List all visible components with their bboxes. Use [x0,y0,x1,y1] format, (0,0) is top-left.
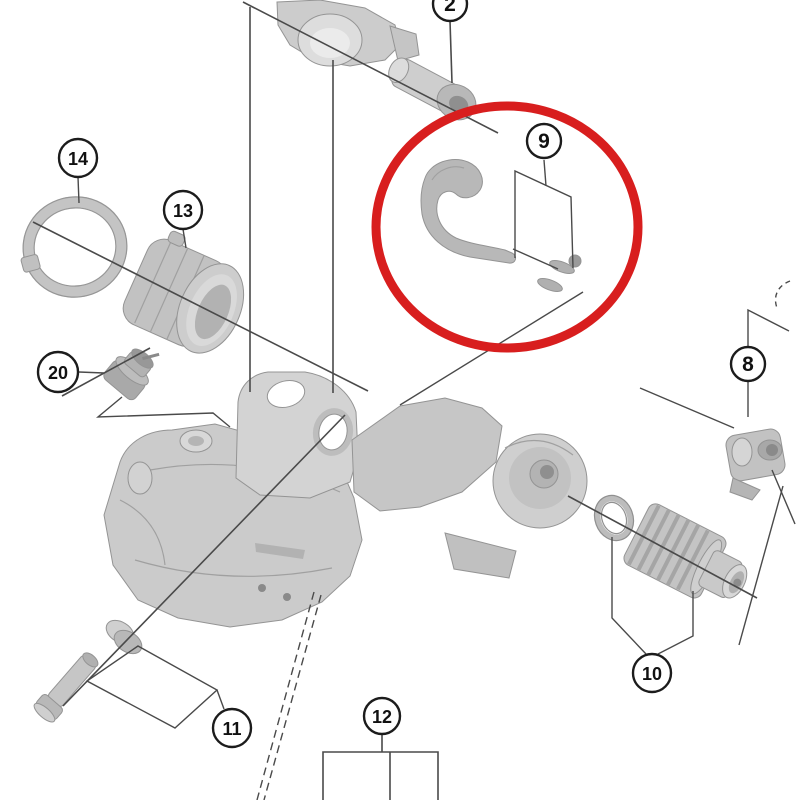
mounting-bolt [388,57,477,121]
callouts: 2 14 13 9 20 8 10 11 [36,0,767,749]
barrel-adjuster [623,503,748,599]
svg-text:20: 20 [48,363,68,383]
bracket-axle-unit [276,0,420,67]
callout-10: 10 [631,652,673,694]
leader-lines [32,1,796,800]
svg-text:14: 14 [68,149,88,169]
svg-text:9: 9 [538,130,550,153]
svg-text:11: 11 [222,719,241,739]
band-clamp-ring [20,196,128,298]
linkage-arm [351,397,517,579]
svg-text:13: 13 [173,201,193,221]
cable-guide-hook [420,158,517,264]
spacer-washer [105,619,143,655]
callout-20: 20 [36,350,80,394]
svg-text:12: 12 [372,707,392,727]
callout-12: 12 [362,696,402,736]
callout-2: 2 [431,0,469,23]
callout-14: 14 [57,137,99,179]
rubber-boot [122,230,245,354]
highlight-ellipse [371,101,643,353]
cable-fixing-unit [725,428,786,501]
svg-text:8: 8 [742,353,754,376]
b-knuckle-bracket [235,371,359,499]
callout-9: 9 [525,122,563,160]
svg-text:10: 10 [642,664,662,684]
pivot-bolt [33,652,99,723]
clutch-cover-plate [492,433,588,529]
callout-8: 8 [729,345,767,383]
callout-11: 11 [211,707,253,749]
guide-fixing-screws [537,254,582,292]
callout-13: 13 [162,189,204,231]
o-ring [593,494,635,542]
svg-text:2: 2 [444,0,456,16]
